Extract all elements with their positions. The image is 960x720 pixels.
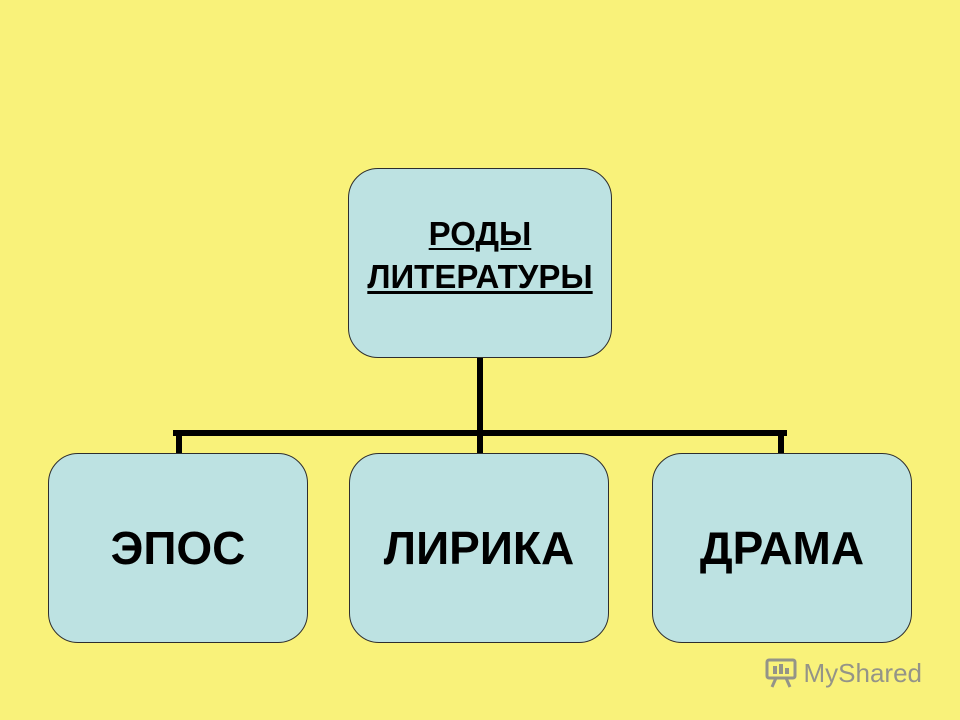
root-node: РОДЫ ЛИТЕРАТУРЫ [348, 168, 612, 358]
child-node-label: ДРАМА [699, 522, 865, 574]
child-node-lirika: ЛИРИКА [349, 453, 609, 643]
child-node-label: ЭПОС [110, 522, 246, 574]
watermark-text: MyShared [803, 657, 923, 688]
child-node-epos: ЭПОС [48, 453, 308, 643]
watermark: MyShared [764, 656, 923, 690]
child-node-drama: ДРАМА [652, 453, 912, 643]
root-title-line2: ЛИТЕРАТУРЫ [367, 258, 593, 295]
root-title-line1: РОДЫ [428, 215, 532, 253]
child-node-label: ЛИРИКА [383, 522, 575, 574]
presentation-board-icon [765, 658, 796, 688]
